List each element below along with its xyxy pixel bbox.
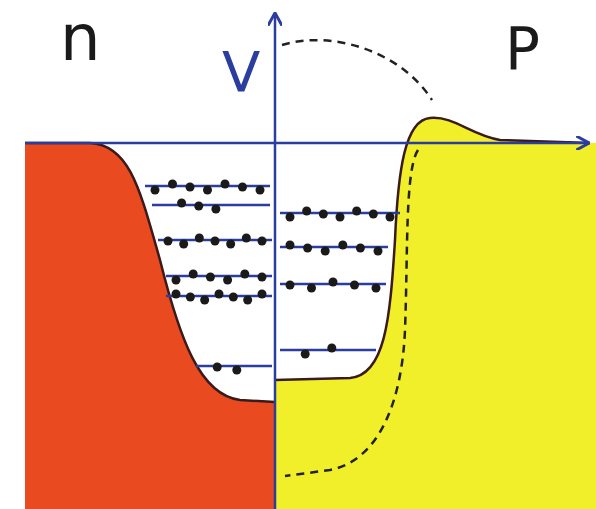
electron-dot <box>352 207 361 216</box>
energy-levels <box>145 180 400 375</box>
electron-dot <box>215 290 224 299</box>
electron-dot <box>172 290 181 299</box>
region-label: P <box>505 20 540 78</box>
band-edge <box>275 118 590 380</box>
electron-dot <box>221 180 230 189</box>
position-axis <box>25 142 588 145</box>
electron-dot <box>302 207 311 216</box>
dashed-potential <box>285 150 418 476</box>
band-edge <box>25 143 275 402</box>
electron-dot <box>213 363 222 372</box>
electron-dot <box>186 183 195 192</box>
p-region <box>275 118 596 509</box>
electron-dot <box>258 290 267 299</box>
electron-dot <box>338 241 347 250</box>
electron-dot <box>226 240 235 249</box>
electron-dot <box>369 210 378 219</box>
electron-dot <box>164 237 173 246</box>
electron-dot <box>303 244 312 253</box>
energy-level <box>152 204 270 207</box>
electron-dot <box>336 213 345 222</box>
energy-level <box>280 246 388 249</box>
electron-dot <box>240 270 249 279</box>
electron-dot <box>223 276 232 285</box>
electron-dot <box>206 273 215 282</box>
energy-level <box>166 275 272 278</box>
electron-dot <box>172 276 181 285</box>
electron-dot <box>194 202 203 211</box>
electron-dot <box>151 186 160 195</box>
electron-dot <box>186 293 195 302</box>
dashed-potential <box>282 40 432 100</box>
electron-dot <box>258 237 267 246</box>
electron-dot <box>301 350 310 359</box>
energy-axis <box>274 14 277 509</box>
region-label: n <box>60 6 101 70</box>
electron-dot <box>168 180 177 189</box>
electron-dot <box>286 213 295 222</box>
electron-dot <box>256 186 265 195</box>
electron-dot <box>329 278 338 287</box>
electron-dot <box>286 241 295 250</box>
electron-dot <box>286 281 295 290</box>
electron-dot <box>356 244 365 253</box>
electron-dot <box>243 296 252 305</box>
axis-label: V <box>222 44 260 100</box>
electron-dot <box>211 205 220 214</box>
electron-dot <box>189 270 198 279</box>
electron-dot <box>327 344 336 353</box>
electron-dot <box>179 240 188 249</box>
electron-dot <box>203 186 212 195</box>
n-region <box>25 143 275 509</box>
electron-dot <box>238 183 247 192</box>
electron-dot <box>258 273 267 282</box>
electron-dot <box>319 210 328 219</box>
electron-dot <box>229 293 238 302</box>
electron-dot <box>200 296 209 305</box>
electron-dot <box>195 234 204 243</box>
electron-dot <box>372 284 381 293</box>
electron-dot <box>374 247 383 256</box>
electron-dot <box>350 281 359 290</box>
electron-dot <box>307 284 316 293</box>
electron-dot <box>321 247 330 256</box>
electron-dot <box>211 237 220 246</box>
electron-dot <box>386 213 395 222</box>
electron-dot <box>232 366 241 375</box>
electron-dot <box>242 234 251 243</box>
electron-dot <box>177 199 186 208</box>
